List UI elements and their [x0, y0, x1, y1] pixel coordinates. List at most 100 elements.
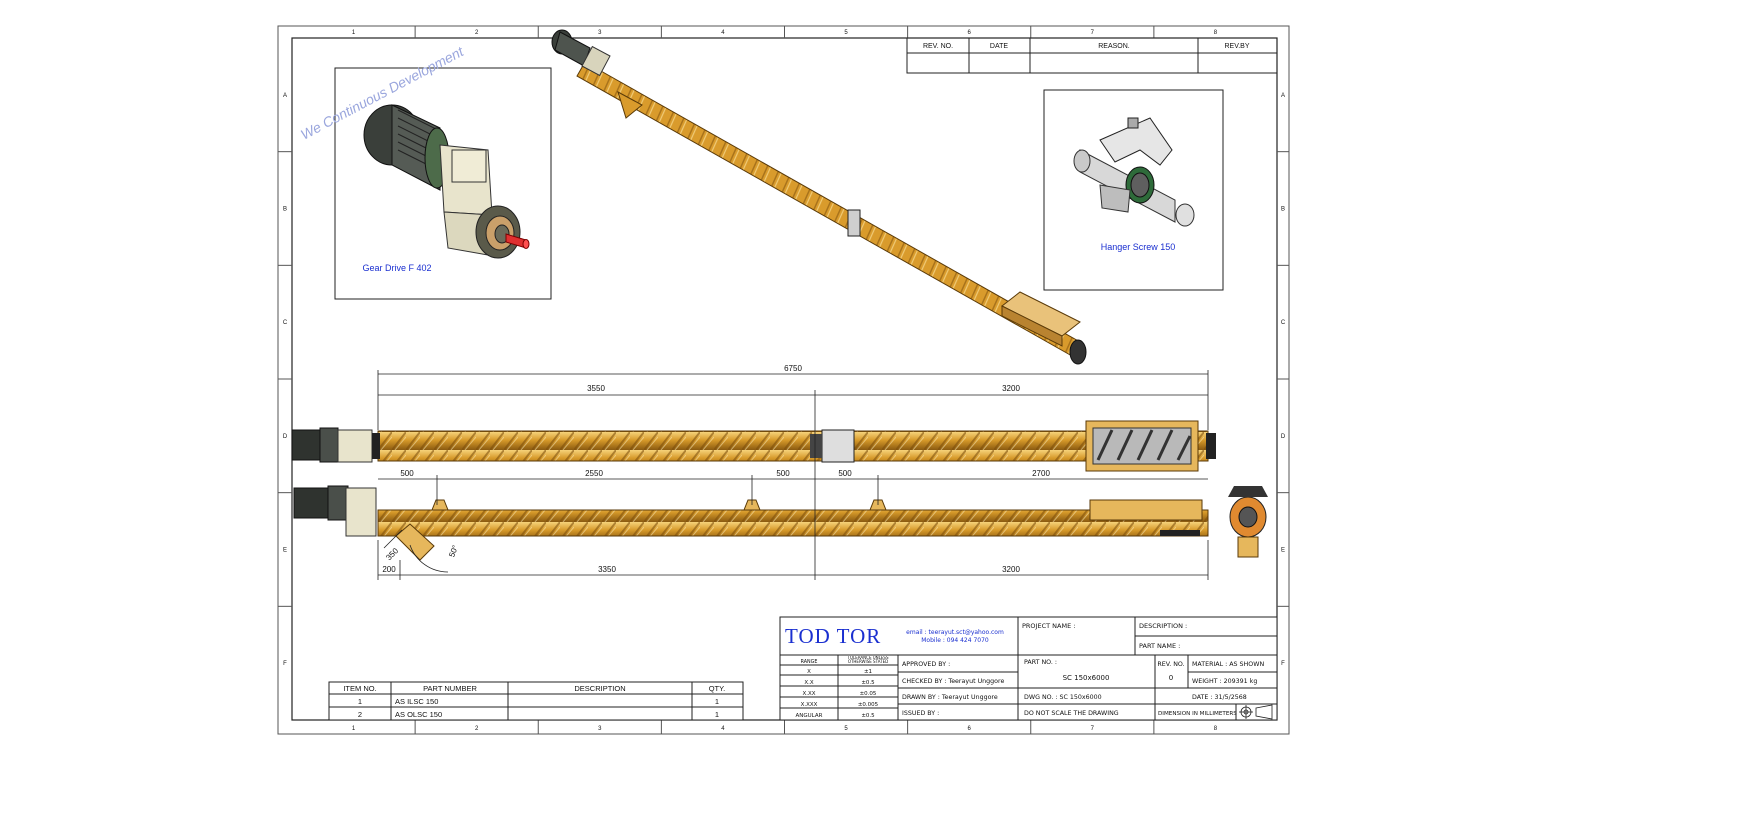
parts-header-part: PART NUMBER	[423, 684, 477, 693]
rev-header-no: REV. NO.	[923, 43, 953, 50]
zone-col-label: 1	[352, 30, 356, 36]
weight: WEIGHT : 209391 kg	[1192, 678, 1257, 685]
zone-col-label: 5	[844, 726, 848, 732]
zone-row-label: C	[1281, 320, 1286, 326]
description-label: DESCRIPTION :	[1139, 622, 1187, 630]
side-motor-icon	[293, 485, 377, 537]
dim-inlet-length: 350	[384, 546, 400, 562]
tol-header-range: RANGE	[801, 659, 818, 665]
dim-top-right: 3200	[1002, 384, 1020, 393]
rev-header-reason: REASON.	[1098, 43, 1130, 50]
rev-header-by: REV.BY	[1224, 43, 1249, 50]
dim-inlet-angle: 50°	[447, 544, 460, 558]
zone-col-label: 4	[721, 726, 725, 732]
zone-col-label: 1	[352, 726, 356, 732]
hanger-bearing-icon	[1073, 117, 1195, 227]
parts-header-item: ITEM NO.	[343, 684, 376, 693]
dimensions	[377, 370, 1209, 580]
dim-mid-1: 500	[400, 469, 414, 478]
tol-row-range: X	[807, 669, 811, 675]
checked-by: CHECKED BY : Teerayut Unggore	[902, 678, 1004, 685]
parts-row-1-part: AS ILSC 150	[395, 697, 438, 706]
dim-bottom-b: 3350	[598, 565, 616, 574]
end-view-icon	[1228, 486, 1268, 558]
tol-row-range: ANGULAR	[796, 713, 823, 719]
tol-row-range: X.XX	[802, 691, 815, 697]
revision-table: REV. NO. DATE REASON. REV.BY	[906, 37, 1278, 74]
iso-motor-icon	[551, 29, 643, 119]
part-no-label: PART NO. :	[1024, 659, 1057, 666]
zone-row-label: F	[283, 661, 287, 667]
part-name-label: PART NAME :	[1139, 642, 1180, 650]
issued-by: ISSUED BY :	[902, 710, 939, 717]
dim-overall: 6750	[784, 364, 802, 373]
gear-motor-icon	[363, 104, 530, 259]
zone-col-label: 8	[1214, 30, 1218, 36]
tolerance-rows: X±1X.X±0.5X.XX±0.05X.XXX±0.005ANGULAR±0.…	[796, 669, 879, 719]
tol-row-range: X.XXX	[801, 702, 818, 708]
gear-drive-view: We Continuous Development Gear Drive F 4…	[298, 43, 552, 300]
contact-mobile: Mobile : 094 424 7070	[921, 637, 989, 644]
zone-col-label: 6	[968, 726, 972, 732]
top-view	[291, 420, 1216, 472]
zone-col-label: 7	[1091, 726, 1095, 732]
zone-row-label: A	[1281, 93, 1285, 99]
top-hanger-icon	[810, 429, 855, 463]
zone-col-label: 5	[844, 30, 848, 36]
zone-row-label: E	[283, 548, 287, 554]
company-logo: TOD TOR	[785, 624, 881, 648]
tol-row-value: ±0.005	[858, 702, 879, 708]
project-name-label: PROJECT NAME :	[1022, 622, 1075, 630]
parts-table: ITEM NO. PART NUMBER DESCRIPTION QTY. 1 …	[328, 681, 744, 721]
rev-no-value: 0	[1169, 674, 1173, 682]
gear-drive-label: Gear Drive F 402	[362, 263, 431, 273]
tol-row-value: ±1	[864, 669, 872, 675]
no-scale-note: DO NOT SCALE THE DRAWING	[1024, 710, 1119, 717]
side-supports	[431, 499, 887, 511]
drawn-by: DRAWN BY : Teerayut Unggore	[902, 694, 998, 701]
title-block: TOD TOR email : teerayut.sct@yahoo.com M…	[779, 616, 1278, 721]
rev-no-label: REV. NO.	[1157, 661, 1184, 668]
parts-row-2-item: 2	[358, 710, 362, 719]
part-no-value: SC 150x6000	[1063, 674, 1110, 682]
zone-row-label: F	[1281, 661, 1285, 667]
zone-col-label: 6	[968, 30, 972, 36]
dim-bottom-c: 3200	[1002, 565, 1020, 574]
outer-frame	[277, 25, 1290, 735]
projection-symbol-icon	[1239, 704, 1273, 720]
dim-bottom-a: 200	[382, 565, 396, 574]
zone-col-label: 7	[1091, 30, 1095, 36]
tol-header-note: TOLERANCE UNLESS OTHERWISE STATED	[847, 656, 889, 665]
dwg-no: DWG NO. : SC 150x6000	[1024, 694, 1102, 701]
zone-col-label: 3	[598, 726, 602, 732]
top-inlet-icon	[1085, 420, 1216, 472]
zone-row-label: D	[1281, 434, 1286, 440]
parts-row-1-item: 1	[358, 697, 362, 706]
tol-header-note-box: TOLERANCE UNLESS OTHERWISE STATED	[847, 656, 889, 665]
zone-col-label: 2	[475, 30, 479, 36]
zone-col-label: 8	[1214, 726, 1218, 732]
contact-email: email : teerayut.sct@yahoo.com	[906, 629, 1004, 636]
dim-mid-3: 500	[776, 469, 790, 478]
zone-row-label: D	[283, 434, 288, 440]
hanger-label: Hanger Screw 150	[1101, 242, 1176, 252]
approved-by: APPROVED BY :	[902, 661, 950, 668]
tol-row-value: ±0.5	[861, 713, 875, 719]
date: DATE : 31/5/2568	[1192, 694, 1247, 701]
zone-row-label: A	[283, 93, 287, 99]
dim-top-left: 3550	[587, 384, 605, 393]
zone-row-label: B	[283, 207, 287, 213]
isometric-conveyor	[551, 29, 1087, 365]
zone-col-label: 3	[598, 30, 602, 36]
iso-inlet-icon	[1001, 291, 1087, 365]
hanger-view: Hanger Screw 150	[1043, 89, 1224, 291]
zone-col-label: 4	[721, 30, 725, 36]
rev-header-date: DATE	[990, 43, 1008, 50]
tol-row-value: ±0.05	[860, 691, 877, 697]
parts-row-2-qty: 1	[715, 710, 719, 719]
zone-row-label: E	[1281, 548, 1285, 554]
zone-col-label: 2	[475, 726, 479, 732]
parts-row-2-part: AS OLSC 150	[395, 710, 442, 719]
zone-row-label: C	[283, 320, 288, 326]
